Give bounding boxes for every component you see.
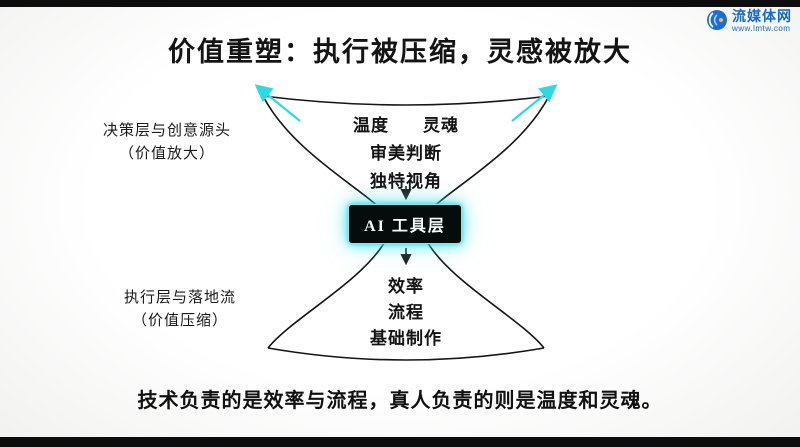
funnel-bottom-left-side — [267, 239, 387, 349]
bottom-caption: 技术负责的是效率与流程，真人负责的则是温度和灵魂。 — [137, 390, 663, 412]
label-execution-line2: （价值压缩） — [131, 313, 228, 329]
label-execution-layer: 执行层与落地流 （价值压缩） — [100, 287, 260, 333]
amplify-arrow-left-icon — [254, 84, 301, 122]
bottom-funnel-row3: 基础制作 — [370, 329, 442, 348]
ai-tool-layer-label: AI 工具层 — [364, 218, 446, 235]
ai-tool-layer-box: AI 工具层 — [348, 204, 462, 244]
logo-text: 流媒体网 www.lmtw.com — [732, 8, 792, 34]
bottom-funnel-row1: 效率 — [388, 277, 424, 296]
letterbox-top — [0, 0, 800, 7]
amplify-arrow-right-icon — [511, 84, 558, 122]
label-execution-line1: 执行层与落地流 — [123, 290, 236, 306]
label-decision-line2: （价值放大） — [118, 146, 215, 162]
bottom-funnel-row2: 流程 — [388, 303, 424, 322]
funnel-top-rim — [262, 95, 550, 106]
label-decision-layer: 决策层与创意源头 （价值放大） — [87, 120, 247, 166]
site-logo: 流媒体网 www.lmtw.com — [706, 9, 792, 33]
top-funnel-row2: 审美判断 — [370, 144, 442, 163]
top-funnel-word-1: 温度 — [353, 116, 389, 135]
funnel-bottom-rim — [267, 347, 545, 361]
top-funnel-words: 温度 灵魂 审美判断 独特视角 — [306, 112, 506, 196]
top-funnel-word-2: 灵魂 — [423, 116, 459, 135]
logo-url: www.lmtw.com — [732, 24, 791, 33]
label-decision-line1: 决策层与创意源头 — [102, 123, 231, 139]
top-funnel-row1: 温度 灵魂 — [306, 112, 506, 140]
slide-title: 价值重塑：执行被压缩，灵感被放大 — [168, 37, 632, 67]
bottom-funnel-words: 效率 流程 基础制作 — [306, 274, 506, 352]
letterbox-bottom — [0, 437, 800, 447]
lmtw-logo-icon — [707, 10, 727, 30]
top-funnel-row3: 独特视角 — [370, 172, 442, 191]
logo-name: 流媒体网 — [732, 8, 792, 24]
funnel-bottom-right-side — [425, 239, 545, 349]
